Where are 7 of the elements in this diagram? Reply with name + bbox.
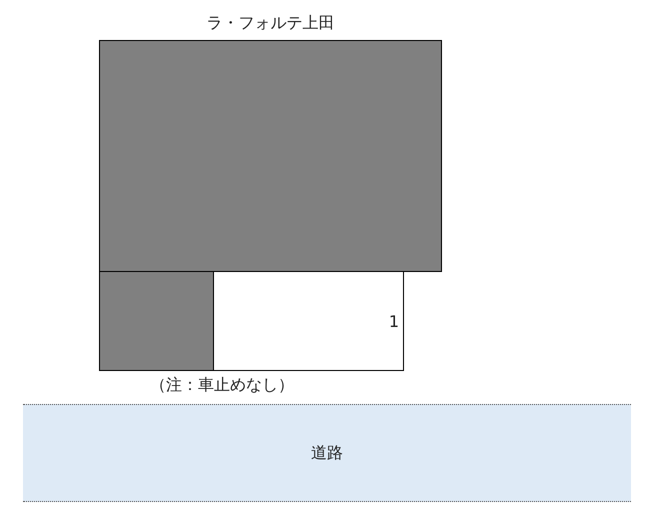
parking-space [213, 271, 404, 371]
road-label: 道路 [311, 442, 343, 464]
shaded-area [99, 271, 214, 371]
space-number: 1 [388, 312, 399, 330]
note-text: （注：車止めなし） [150, 375, 294, 396]
building-name: ラ・フォルテ上田 [206, 13, 336, 34]
road-band [23, 404, 631, 502]
